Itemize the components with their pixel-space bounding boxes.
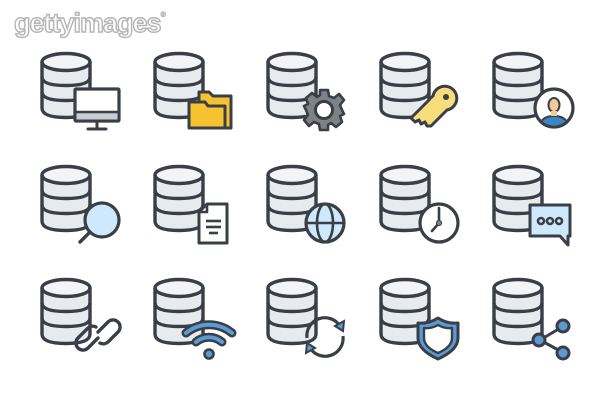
database-search-icon (38, 163, 138, 258)
database-folder-icon (151, 50, 251, 145)
database-globe-icon (264, 163, 364, 258)
database-chat-icon (490, 163, 590, 258)
database-clock-icon (377, 163, 477, 258)
database-share-icon (490, 276, 590, 371)
database-document-icon (151, 163, 251, 258)
database-user-icon (490, 50, 590, 145)
gettyimages-watermark: gettyimages® (13, 7, 166, 39)
database-wifi-icon (151, 276, 251, 371)
database-gear-icon (264, 50, 364, 145)
watermark-text: gettyimages (13, 7, 162, 38)
registered-mark: ® (160, 12, 166, 20)
database-shield-icon (377, 276, 477, 371)
database-key-icon (377, 50, 477, 145)
database-link-icon (38, 276, 138, 371)
database-sync-icon (264, 276, 364, 371)
database-monitor-icon (38, 50, 138, 145)
